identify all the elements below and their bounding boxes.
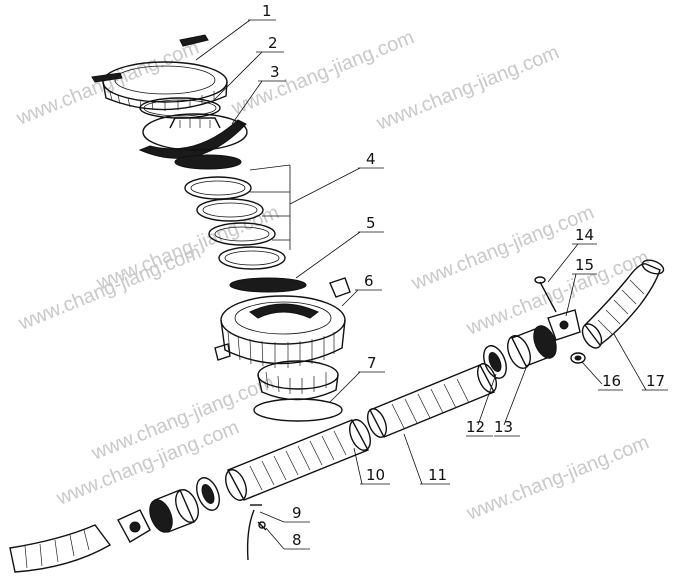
part-lower-tube [225,419,371,501]
part-lower-mesh-sleeve [149,489,199,533]
part-spring-clip [246,504,262,561]
part-mesh-sleeve [507,325,557,369]
part-nut [570,352,586,364]
part-upper-tube [366,363,498,438]
watermark: www.chang-jiang.com [15,241,205,335]
watermark: www.chang-jiang.com [373,41,563,135]
part-bushing-ring [483,345,507,379]
part-filter-housing [214,277,351,401]
part-lower-ring [196,477,220,511]
callout-2: 2 [268,34,278,52]
watermark: www.chang-jiang.com [228,26,418,120]
part-lid [91,34,228,111]
callout-1: 1 [262,2,272,20]
part-o-ring [253,398,343,422]
part-screen-disc [229,277,307,293]
callout-17: 17 [646,372,665,390]
callout-labels: 1 2 3 4 5 6 7 8 9 10 11 12 13 14 15 16 1… [262,2,665,549]
part-filter-screens [174,154,286,270]
callout-5: 5 [366,214,376,232]
callout-10: 10 [366,466,385,484]
callout-12: 12 [466,418,485,436]
callout-11: 11 [428,466,447,484]
callout-7: 7 [367,354,377,372]
part-strainer-cover [138,113,248,159]
part-lower-elbow [9,509,151,573]
part-elbow-hose [581,259,665,349]
callout-9: 9 [292,504,302,522]
callout-15: 15 [575,256,594,274]
callout-6: 6 [364,272,374,290]
callout-16: 16 [602,372,621,390]
part-pin [257,521,267,531]
callout-14: 14 [575,226,594,244]
part-bolt [534,276,557,313]
watermark-layer: www.chang-jiang.com www.chang-jiang.com … [13,26,653,525]
callout-13: 13 [494,418,513,436]
part-clamp-bracket [547,309,581,341]
watermark: www.chang-jiang.com [463,431,653,525]
leader-lines [195,19,668,550]
callout-3: 3 [270,63,280,81]
callout-8: 8 [292,531,302,549]
callout-4: 4 [366,150,376,168]
